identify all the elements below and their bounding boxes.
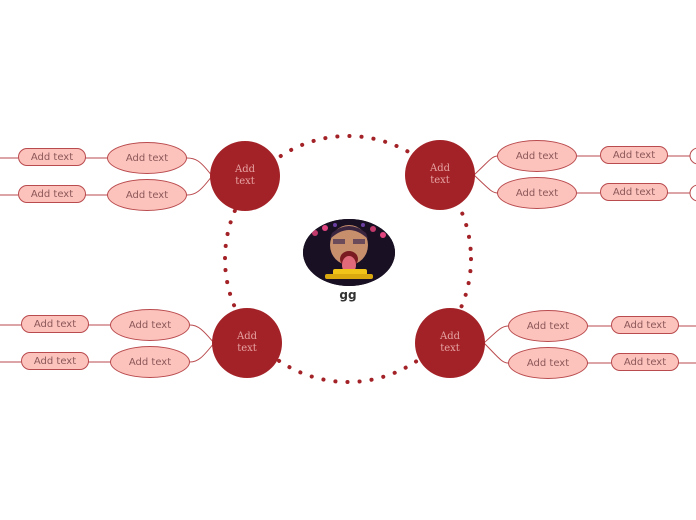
main-topic-bottom-left[interactable]: Add text [212, 308, 282, 378]
main-topic-label: Add text [234, 164, 256, 187]
connector-line [186, 157, 213, 177]
main-topic-label: Add text [236, 331, 258, 354]
connector-line [186, 175, 213, 196]
connector-line [483, 325, 509, 344]
subtopic-oval[interactable]: Add text [508, 310, 588, 342]
leaf-topic-pill[interactable]: Add text [611, 353, 679, 371]
connector-end [689, 147, 696, 165]
leaf-topic-pill[interactable]: Add text [18, 148, 86, 166]
subtopic-oval[interactable]: Add text [497, 177, 577, 209]
leaf-topic-pill[interactable]: Add text [18, 185, 86, 203]
photo-illustration [303, 219, 395, 286]
main-topic-top-right[interactable]: Add text [405, 140, 475, 210]
connector-line [473, 174, 499, 194]
leaf-topic-pill[interactable]: Add text [21, 315, 89, 333]
leaf-topic-pill[interactable]: Add text [600, 146, 668, 164]
connector-line [189, 342, 215, 363]
subtopic-oval[interactable]: Add text [107, 179, 187, 211]
main-topic-label: Add text [439, 331, 461, 354]
main-topic-label: Add text [429, 163, 451, 186]
main-topic-top-left[interactable]: Add text [210, 141, 280, 211]
connector-line [473, 155, 499, 176]
dotted-ring [223, 134, 473, 384]
subtopic-oval[interactable]: Add text [107, 142, 187, 174]
central-topic-label[interactable]: gg [339, 288, 357, 302]
leaf-topic-pill[interactable]: Add text [611, 316, 679, 334]
central-topic-image[interactable] [303, 219, 395, 286]
main-topic-bottom-right[interactable]: Add text [415, 308, 485, 378]
leaf-topic-pill[interactable]: Add text [21, 352, 89, 370]
leaf-topic-pill[interactable]: Add text [600, 183, 668, 201]
connector-end [689, 184, 696, 202]
subtopic-oval[interactable]: Add text [508, 347, 588, 379]
subtopic-oval[interactable]: Add text [110, 346, 190, 378]
subtopic-oval[interactable]: Add text [110, 309, 190, 341]
connector-line [483, 342, 509, 364]
subtopic-oval[interactable]: Add text [497, 140, 577, 172]
connector-line [189, 324, 215, 344]
